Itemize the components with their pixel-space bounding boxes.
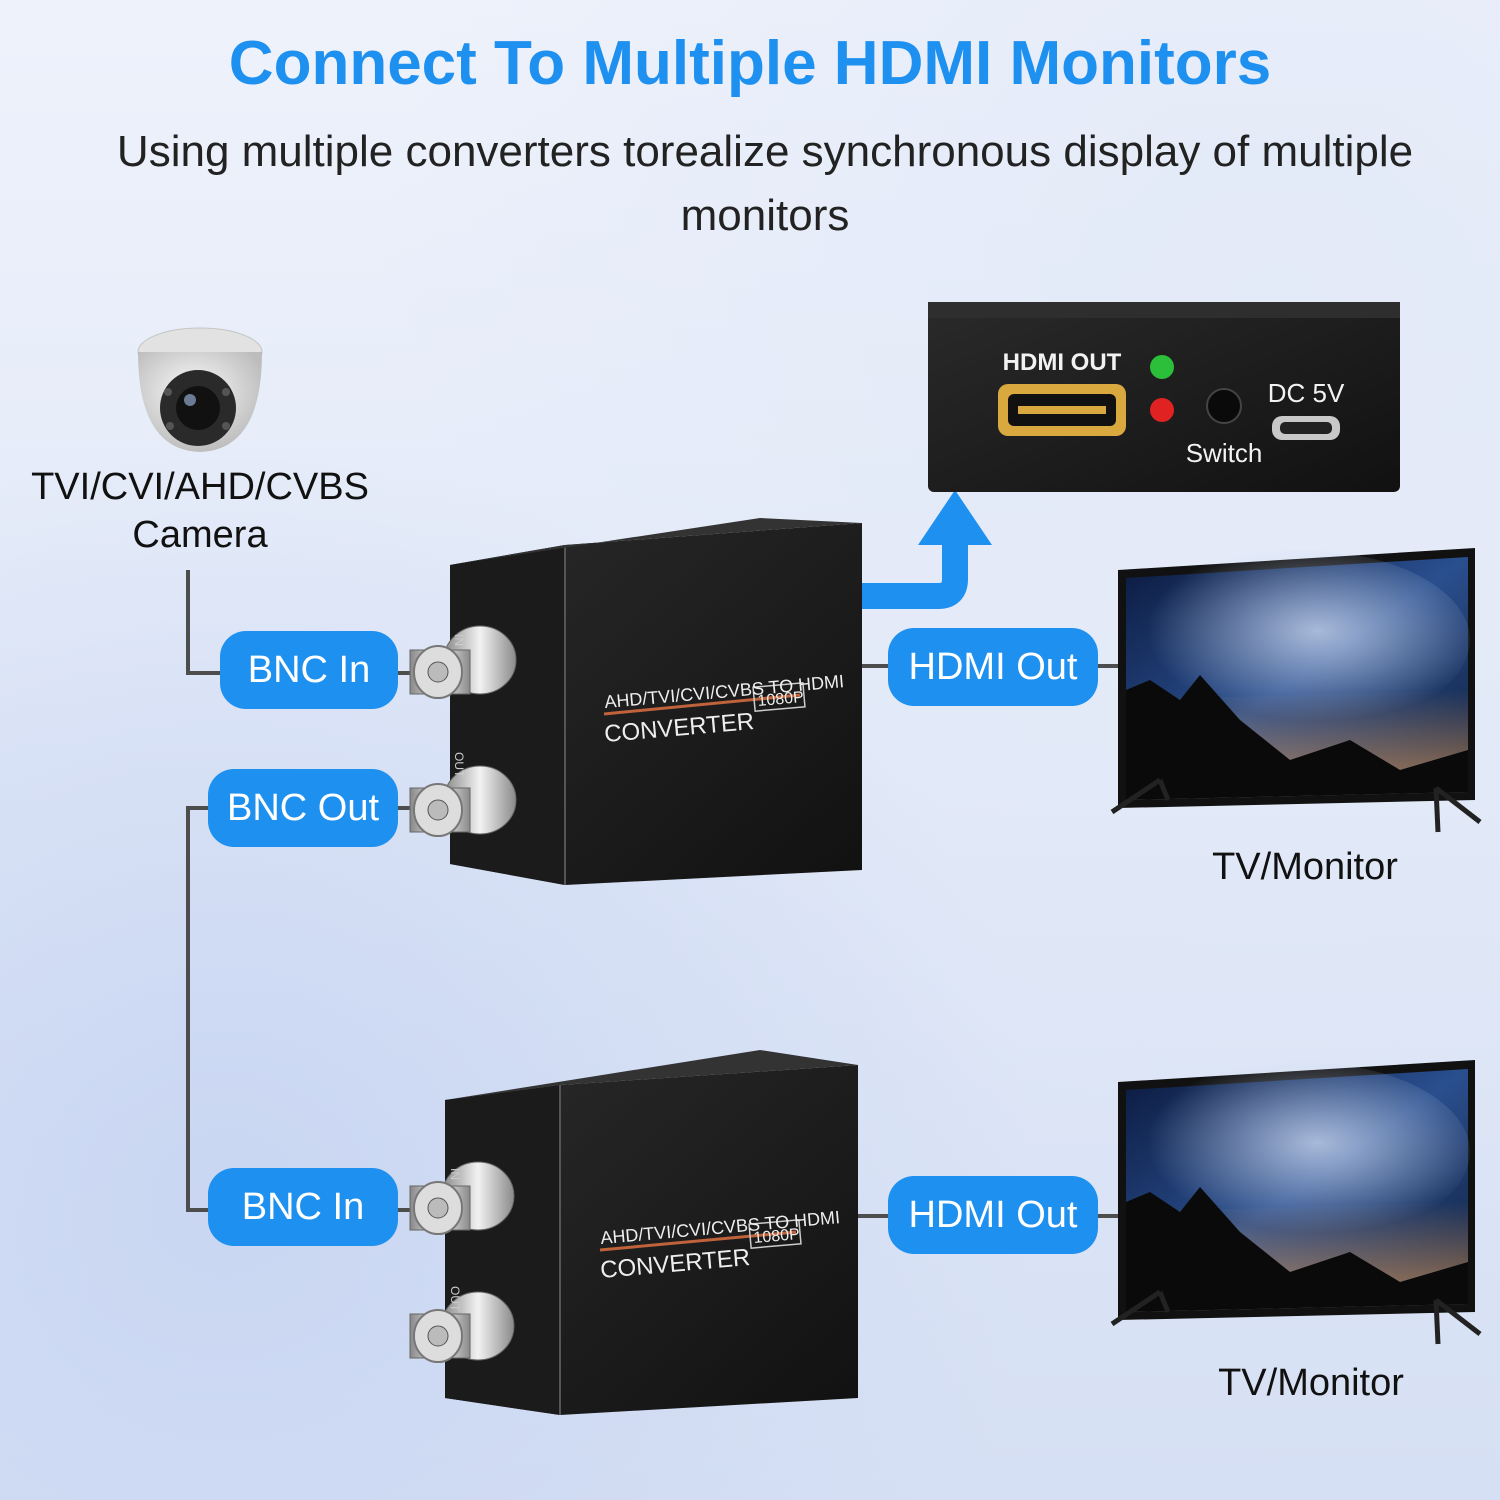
bnc-out-pill-top: BNC Out (208, 769, 398, 847)
bottom-port-out-mark: OUT (448, 1286, 462, 1312)
bottom-port-in-mark: IN (448, 1168, 462, 1180)
top-device-badge: 1080P (757, 689, 805, 710)
monitor-label-bottom: TV/Monitor (1218, 1362, 1404, 1404)
camera-label-line2: Camera (132, 514, 268, 556)
page-title: Connect To Multiple HDMI Monitors (228, 29, 1272, 98)
rear-switch-label: Switch (1186, 438, 1263, 468)
rear-panel-device (928, 302, 1400, 492)
detail-arrow (862, 490, 992, 609)
monitor-bottom (1110, 1060, 1482, 1345)
monitor-label-top: TV/Monitor (1212, 846, 1398, 888)
dome-camera-icon (137, 327, 263, 452)
converter-top (409, 518, 862, 885)
monitor-top (1110, 548, 1482, 833)
top-port-out-mark: OUT (452, 752, 466, 778)
rear-dc-label: DC 5V (1268, 378, 1345, 408)
camera-label-line1: TVI/CVI/AHD/CVBS (31, 466, 369, 508)
hdmi-out-pill-bottom: HDMI Out (888, 1176, 1098, 1254)
bottom-device-badge: 1080P (753, 1226, 801, 1247)
top-port-in-mark: IN (452, 634, 466, 646)
page-subtitle: Using multiple converters torealize sync… (116, 127, 1414, 240)
bnc-in-pill-top: BNC In (220, 631, 398, 709)
hdmi-out-pill-top: HDMI Out (888, 628, 1098, 706)
converter-bottom (409, 1050, 858, 1415)
rear-hdmi-out-label: HDMI OUT (1003, 349, 1122, 376)
bnc-in-pill-bottom: BNC In (208, 1168, 398, 1246)
